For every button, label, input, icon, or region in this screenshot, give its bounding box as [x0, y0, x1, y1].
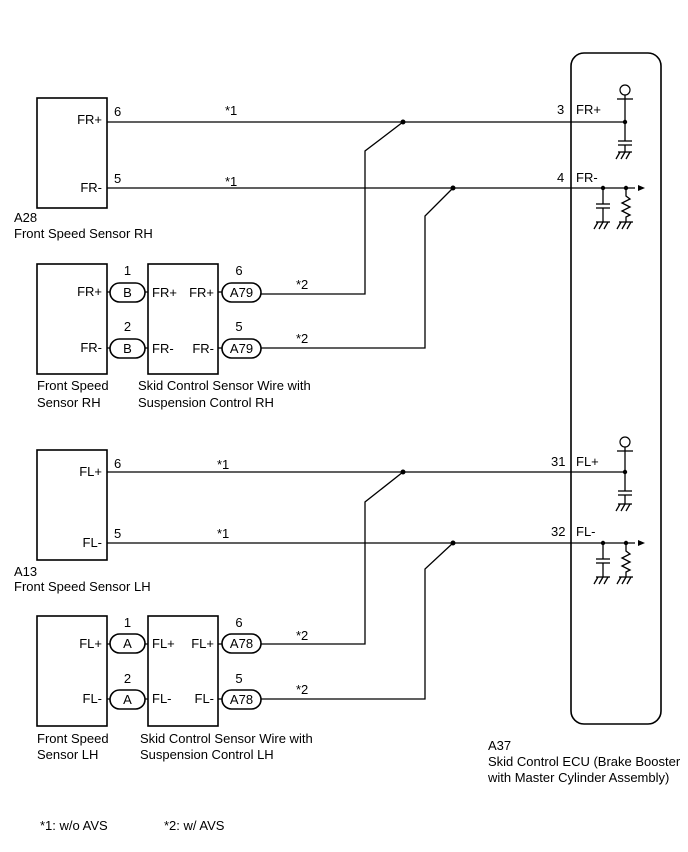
- lh-plug-plus-code: A: [123, 636, 132, 651]
- rh-plug-number-minus: 2: [124, 319, 131, 334]
- rh-sensor-pin-plus: FR+: [77, 284, 102, 299]
- lh-plug-minus: [109, 689, 146, 710]
- lh-connector-number-plus: 6: [235, 615, 242, 630]
- a28-code: A28: [14, 210, 37, 225]
- ecu-pin-fl-minus: FL-: [576, 524, 596, 539]
- ecu-pin-number-fr-plus: 3: [557, 102, 564, 117]
- lh-plug-minus-code: A: [123, 692, 132, 707]
- branch-wire-fl-plus: [261, 471, 404, 645]
- ecu-code: A37: [488, 738, 511, 753]
- note-with-avs: *2: w/ AVS: [164, 818, 225, 833]
- a13-pin-plus: FL+: [79, 464, 102, 479]
- ecu-pin-fr-plus: FR+: [576, 102, 601, 117]
- rh-wire-left-minus: FR-: [152, 341, 174, 356]
- a28-pin-minus: FR-: [80, 180, 102, 195]
- lh-connector-plus-code: A78: [230, 636, 253, 651]
- rh-sensor-pin-minus: FR-: [80, 340, 102, 355]
- lh-sensor-pin-plus: FL+: [79, 636, 102, 651]
- a28-wire-note-plus: *1: [225, 103, 237, 118]
- lh-sensor-pin-minus: FL-: [83, 691, 103, 706]
- lh-connector-number-minus: 5: [235, 671, 242, 686]
- a28-pin-number-plus: 6: [114, 104, 121, 119]
- lh-sensor-label-line1: Front Speed: [37, 731, 109, 746]
- lh-wire-left-minus: FL-: [152, 691, 172, 706]
- a13-code: A13: [14, 564, 37, 579]
- rh-connector-minus-code: A79: [230, 341, 253, 356]
- lh-sensor-label-line2: Sensor LH: [37, 747, 98, 762]
- lh-sensor-wire-box: [147, 615, 219, 727]
- lh-wire-label-line1: Skid Control Sensor Wire with: [140, 731, 313, 746]
- rh-plug-plus-code: B: [123, 285, 132, 300]
- ecu-internal-circuit-fr-plus: [615, 84, 633, 160]
- a13-pin-minus: FL-: [83, 535, 103, 550]
- lh-wire-label-line2: Suspension Control LH: [140, 747, 274, 762]
- ecu-internal-circuit-fr-minus: [593, 185, 645, 230]
- rh-connector-plus: [221, 282, 262, 303]
- rh-plug-minus-code: B: [123, 341, 132, 356]
- a28-sensor-box: [36, 97, 108, 209]
- ecu-label-line1: Skid Control ECU (Brake Booster: [488, 754, 681, 769]
- a28-wire-note-minus: *1: [225, 174, 237, 189]
- rh-wire-left-plus: FR+: [152, 285, 177, 300]
- branch-wire-fl-minus: [261, 542, 454, 700]
- a13-sensor-box: [36, 449, 108, 561]
- a13-pin-number-plus: 6: [114, 456, 121, 471]
- rh-plug-plus: [109, 282, 146, 303]
- rh-connector-plus-code: A79: [230, 285, 253, 300]
- rh-plug-minus: [109, 338, 146, 359]
- ecu-label-line2: with Master Cylinder Assembly): [487, 770, 669, 785]
- a28-pin-plus: FR+: [77, 112, 102, 127]
- a28-pin-number-minus: 5: [114, 171, 121, 186]
- ecu-internal-circuit-fl-minus: [593, 540, 645, 585]
- rh-sensor-label-line2: Sensor RH: [37, 395, 101, 410]
- ecu-box: [570, 52, 662, 725]
- a13-wire-note-minus: *1: [217, 526, 229, 541]
- rh-wire-note-minus: *2: [296, 331, 308, 346]
- note-without-avs: *1: w/o AVS: [40, 818, 108, 833]
- ecu-pin-fr-minus: FR-: [576, 170, 598, 185]
- rh-wire-right-plus: FR+: [189, 285, 214, 300]
- a28-name: Front Speed Sensor RH: [14, 226, 153, 241]
- lh-plug-number-plus: 1: [124, 615, 131, 630]
- rh-connector-number-minus: 5: [235, 319, 242, 334]
- ecu-pin-number-fr-minus: 4: [557, 170, 564, 185]
- lh-sensor-box: [36, 615, 108, 727]
- rh-wire-label-line2: Suspension Control RH: [138, 395, 274, 410]
- lh-wire-left-plus: FL+: [152, 636, 175, 651]
- a13-pin-number-minus: 5: [114, 526, 121, 541]
- rh-connector-number-plus: 6: [235, 263, 242, 278]
- rh-wire-note-plus: *2: [296, 277, 308, 292]
- rh-plug-number-plus: 1: [124, 263, 131, 278]
- ecu-pin-number-fl-plus: 31: [551, 454, 565, 469]
- rh-sensor-label-line1: Front Speed: [37, 378, 109, 393]
- a13-name: Front Speed Sensor LH: [14, 579, 151, 594]
- branch-wire-fr-minus: [261, 187, 454, 349]
- lh-wire-note-plus: *2: [296, 628, 308, 643]
- ecu-pin-fl-plus: FL+: [576, 454, 599, 469]
- rh-sensor-box: [36, 263, 108, 375]
- branch-wire-fr-plus: [261, 121, 404, 295]
- lh-plug-number-minus: 2: [124, 671, 131, 686]
- lh-wire-right-minus: FL-: [195, 691, 215, 706]
- rh-wire-right-minus: FR-: [192, 341, 214, 356]
- rh-connector-minus: [221, 338, 262, 359]
- rh-wire-label-line1: Skid Control Sensor Wire with: [138, 378, 311, 393]
- lh-plug-plus: [109, 633, 146, 654]
- lh-wire-note-minus: *2: [296, 682, 308, 697]
- lh-connector-plus: [221, 633, 262, 654]
- ecu-pin-number-fl-minus: 32: [551, 524, 565, 539]
- lh-connector-minus-code: A78: [230, 692, 253, 707]
- ecu-internal-circuit-fl-plus: [615, 436, 633, 512]
- rh-sensor-wire-box: [147, 263, 219, 375]
- lh-wire-right-plus: FL+: [191, 636, 214, 651]
- lh-connector-minus: [221, 689, 262, 710]
- a13-wire-note-plus: *1: [217, 457, 229, 472]
